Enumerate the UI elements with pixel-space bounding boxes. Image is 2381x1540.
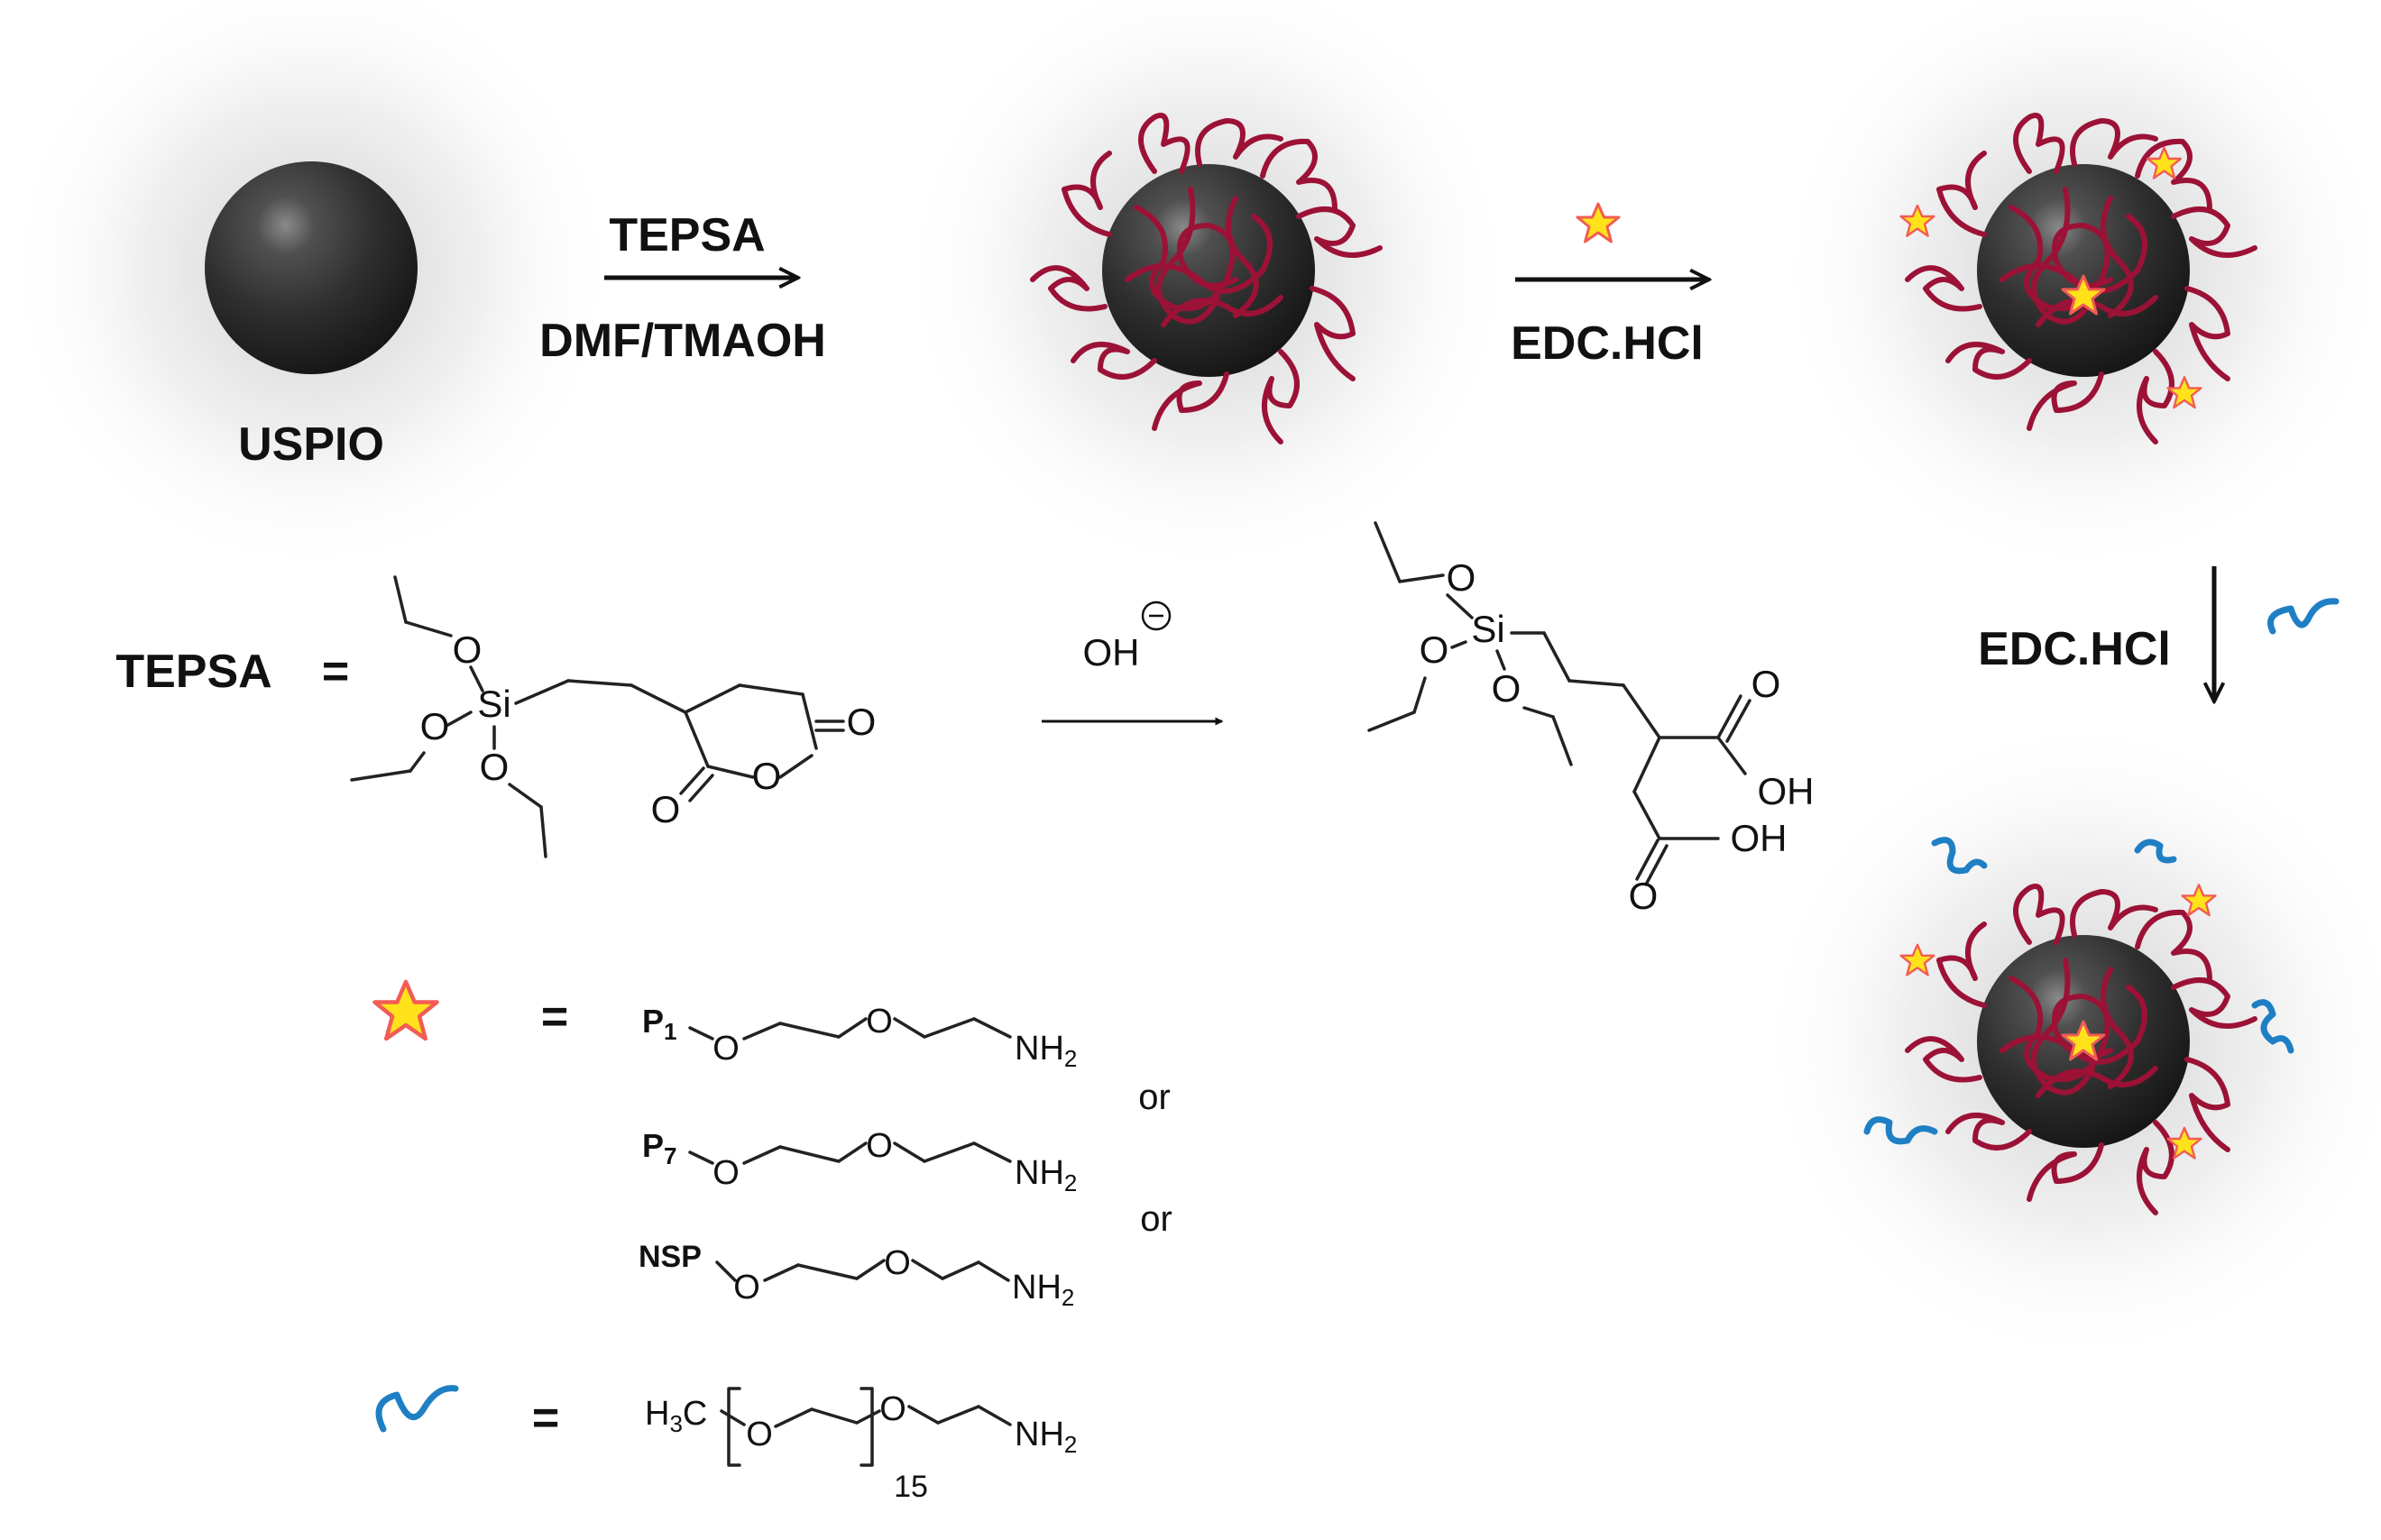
svg-text:NH2: NH2 [1015,1154,1077,1196]
svg-text:O: O [1447,556,1476,599]
svg-text:O: O [420,705,450,747]
svg-text:O: O [651,788,681,830]
svg-text:P1: P1 [642,1003,676,1045]
svg-text:O: O [847,701,877,743]
svg-text:O: O [712,1030,740,1068]
fluorophore-particle [1777,0,2381,577]
svg-text:O: O [1751,663,1781,705]
svg-text:O: O [752,755,782,797]
svg-text:O: O [866,1127,893,1165]
svg-text:H3C: H3C [645,1395,707,1437]
svg-text:P7: P7 [642,1127,676,1169]
fluorophore-nsp-structure: NSP O O NH2 [639,1240,1074,1311]
reagent-edc-label-3: EDC.HCl [1978,623,2171,675]
svg-text:O: O [1629,875,1659,917]
svg-text:NH2: NH2 [1012,1269,1074,1311]
tepsa-structure: Si O O O O O O [350,575,877,858]
peg-equals: = [532,1392,559,1444]
svg-text:O: O [1420,628,1449,671]
svg-text:O: O [480,746,510,788]
tepsa-equals: = [322,646,349,698]
or-label-2: or [1140,1199,1172,1239]
svg-text:O: O [746,1416,773,1453]
mpeg-amine-structure: H3C O 15 O NH2 [645,1387,1077,1504]
star-legend-icon [375,982,437,1039]
star-reagent-icon [1576,202,1621,243]
uspio-particle [5,0,618,577]
svg-text:OH: OH [1731,817,1788,859]
svg-text:O: O [1492,667,1521,710]
fluorophore-p7-structure: P7 O O NH2 [642,1127,1077,1196]
svg-text:OH: OH [1083,631,1140,674]
svg-text:15: 15 [894,1470,928,1504]
final-particle [1759,717,2381,1366]
hydroxide-step: OH [1042,600,1224,726]
svg-text:O: O [712,1154,740,1192]
reagent-edc-label-2: EDC.HCl [1511,317,1704,370]
diacid-structure: Si O O O O OH OH O [1367,521,1815,917]
svg-text:OH: OH [1758,770,1815,812]
peg-reagent-icon [2267,598,2340,635]
star-equals: = [541,991,568,1043]
uspio-label: USPIO [238,418,384,471]
svg-text:O: O [733,1269,760,1306]
svg-text:O: O [453,628,483,671]
or-label-1: or [1138,1077,1171,1117]
tepsa-def-label: TEPSA [115,646,271,698]
svg-text:O: O [884,1244,911,1282]
svg-text:O: O [866,1003,893,1040]
svg-text:NH2: NH2 [1015,1030,1077,1072]
fluorophore-p1-structure: P1 O O NH2 [642,1003,1077,1072]
svg-text:Si: Si [1471,608,1504,650]
reagent-tepsa-label: TEPSA [609,209,765,261]
polymer-coated-particle [902,0,1515,577]
svg-text:NH2: NH2 [1015,1416,1077,1458]
reagent-dmf-tmaoh-label: DMF/TMAOH [539,315,826,367]
svg-text:O: O [879,1390,906,1428]
svg-text:NSP: NSP [639,1240,702,1274]
peg-legend-icon [375,1385,459,1433]
